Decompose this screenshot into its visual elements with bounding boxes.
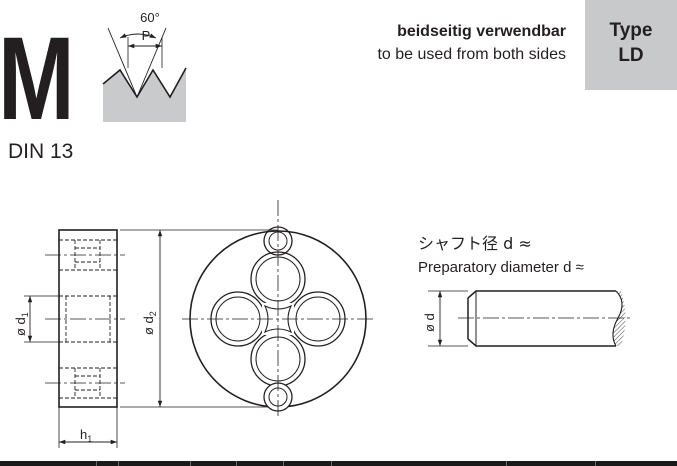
inner-diameter-label: ø d1 <box>13 312 30 336</box>
angle-label: 60° <box>140 10 160 25</box>
outer-diameter-label: ø d2 <box>141 311 158 335</box>
table-column-divider <box>118 461 119 466</box>
shaft-title-japanese: シャフト径 d ≈ <box>418 234 532 253</box>
die-front-view <box>120 200 376 416</box>
die-side-view <box>24 229 125 448</box>
table-column-divider <box>96 461 97 466</box>
type-label: Type <box>609 20 653 41</box>
table-column-divider <box>331 461 332 466</box>
shaft-diameter-label: ø d <box>422 313 437 332</box>
english-usage-note: to be used from both sides <box>377 46 566 63</box>
shaft-title-english: Preparatory diameter d ≈ <box>418 259 584 276</box>
table-column-divider <box>283 461 284 466</box>
german-usage-note: beidseitig verwendbar <box>397 23 566 40</box>
type-code: LD <box>618 45 644 66</box>
table-top-border <box>0 461 677 466</box>
pitch-label: P <box>142 28 151 43</box>
profile-letter: M <box>0 13 75 145</box>
table-column-divider <box>190 461 191 466</box>
type-badge: Type LD <box>585 0 677 90</box>
table-column-divider <box>506 461 507 466</box>
table-column-divider <box>236 461 237 466</box>
shaft-drawing <box>428 290 632 347</box>
standard-label: DIN 13 <box>8 140 74 163</box>
thread-profile-icon <box>102 27 187 122</box>
table-column-divider <box>595 461 596 466</box>
thickness-label: h1 <box>80 427 92 444</box>
